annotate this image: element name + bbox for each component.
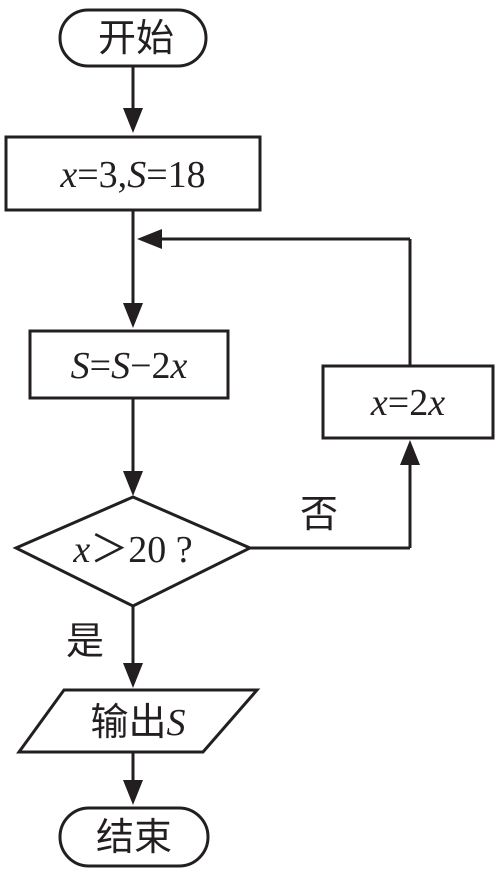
decision-condition: ＞20 ? bbox=[90, 529, 192, 571]
arrowhead-decision bbox=[123, 471, 143, 496]
arrowhead-loop bbox=[137, 229, 162, 249]
decision-x-var: x bbox=[72, 529, 90, 571]
arrowhead-update-s bbox=[123, 303, 143, 328]
branch-no-label: 否 bbox=[300, 492, 338, 536]
decision-diamond bbox=[12, 495, 254, 608]
update-s-eq: = bbox=[90, 345, 111, 387]
update-x-eq: =2 bbox=[388, 382, 428, 424]
end-label: 结束 bbox=[96, 815, 172, 859]
update-s-left-var: S bbox=[71, 345, 90, 387]
update-s-right-var: S bbox=[111, 345, 130, 387]
end-terminal bbox=[58, 806, 210, 868]
arrowhead-end bbox=[123, 780, 143, 805]
init-eq1: =3, bbox=[77, 154, 127, 196]
output-label: 输出S bbox=[90, 700, 185, 744]
update-x-label: x=2x bbox=[370, 382, 445, 424]
start-label: 开始 bbox=[98, 16, 174, 60]
init-process-box bbox=[4, 135, 262, 212]
decision-label: x＞20 ? bbox=[72, 529, 192, 571]
output-text: 输出 bbox=[90, 700, 166, 744]
update-x-right-var: x bbox=[427, 382, 445, 424]
init-eq2: =18 bbox=[146, 154, 205, 196]
update-s-minus: −2 bbox=[130, 345, 170, 387]
arrowhead-output bbox=[123, 663, 143, 688]
branch-yes-label: 是 bbox=[66, 619, 104, 663]
init-label: x=3,S=18 bbox=[59, 154, 205, 196]
update-s-label: S=S−2x bbox=[71, 345, 188, 387]
init-x-var: x bbox=[59, 154, 77, 196]
update-s-x-var: x bbox=[170, 345, 188, 387]
update-x-left-var: x bbox=[370, 382, 388, 424]
arrowhead-update-x bbox=[400, 440, 420, 465]
update-x-process-box bbox=[321, 364, 495, 440]
output-parallelogram bbox=[16, 688, 261, 754]
update-s-process-box bbox=[28, 329, 230, 400]
start-terminal bbox=[58, 8, 208, 68]
init-s-var: S bbox=[127, 154, 146, 196]
arrowhead-init bbox=[123, 108, 143, 133]
output-s-var: S bbox=[167, 702, 186, 744]
